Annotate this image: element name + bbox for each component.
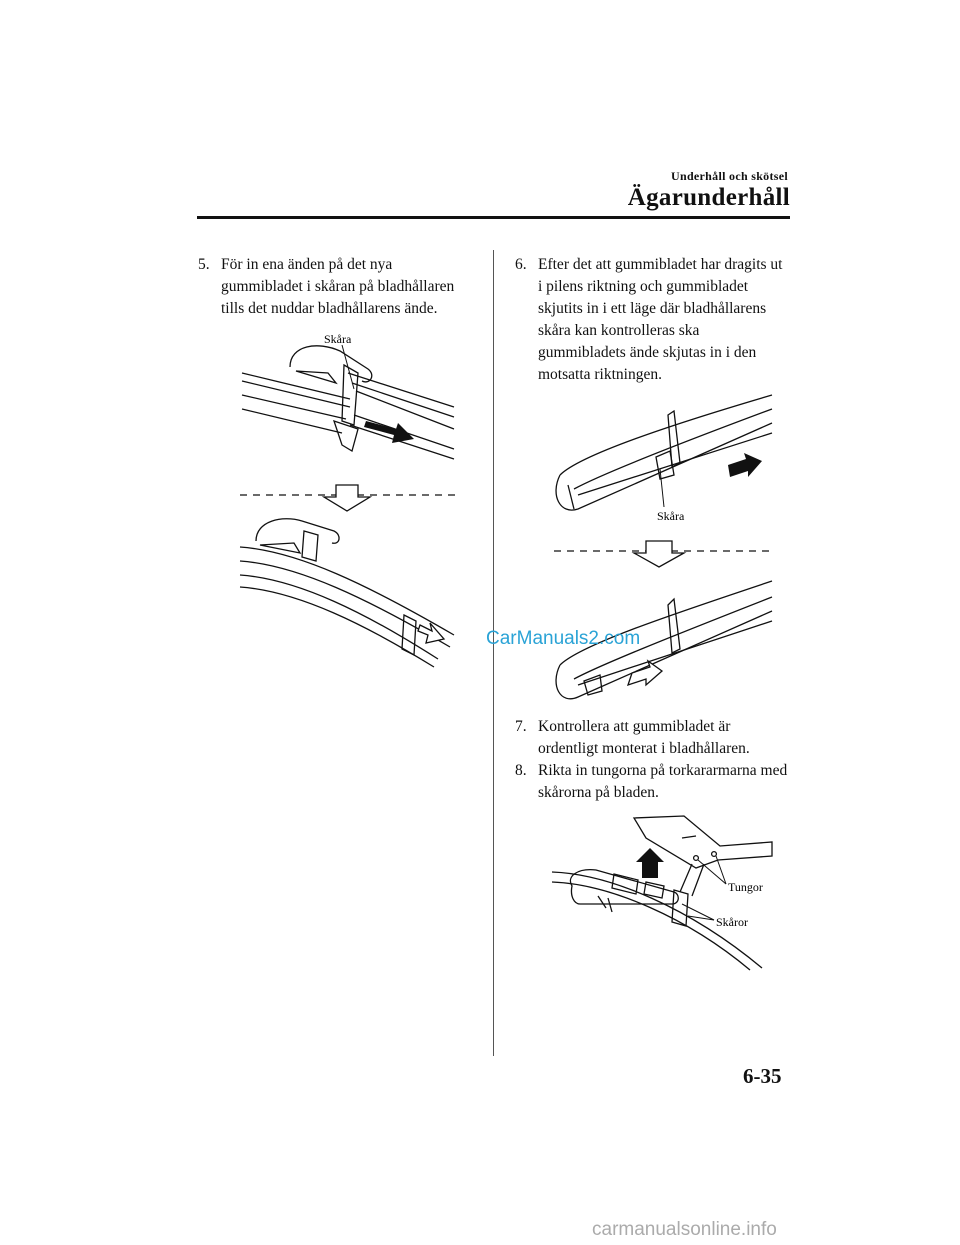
chapter-title: Ägarunderhåll xyxy=(627,184,790,211)
step-text: Kontrollera att gummibladet är ordentlig… xyxy=(538,718,750,757)
column-divider xyxy=(493,250,494,1056)
page-number: 6-35 xyxy=(743,1064,782,1088)
figure-label-skara: Skåra xyxy=(324,332,352,346)
step-number: 5. xyxy=(198,256,210,273)
step-5: 5. För in ena änden på det nya gummiblad… xyxy=(198,254,468,320)
figure-label-tungor: Tungor xyxy=(728,880,763,894)
watermark-top: CarManuals2.com xyxy=(486,628,641,649)
step-number: 6. xyxy=(515,256,527,273)
step-text: Efter det att gummibladet har dragits ut… xyxy=(538,256,783,383)
figure-label-skara: Skåra xyxy=(657,509,685,523)
figure-slide-blade: Skåra xyxy=(554,394,774,700)
watermark-bottom: carmanualsonline.info xyxy=(592,1219,777,1240)
header-rule xyxy=(197,216,790,219)
step-number: 7. xyxy=(515,718,527,735)
step-7: 7. Kontrollera att gummibladet är ordent… xyxy=(515,716,790,760)
step-6: 6. Efter det att gummibladet har dragits… xyxy=(515,254,790,386)
step-text: Rikta in tungorna på torkararmarna med s… xyxy=(538,762,788,801)
section-label: Underhåll och skötsel xyxy=(671,169,788,183)
figure-label-skaror: Skåror xyxy=(716,915,748,929)
step-text: För in ena änden på det nya gummibladet … xyxy=(221,256,455,317)
figure-align-tabs: Tungor Skåror xyxy=(551,815,773,971)
step-8: 8. Rikta in tungorna på torkararmarna me… xyxy=(515,760,790,804)
figure-insert-blade: Skåra xyxy=(239,332,456,668)
step-number: 8. xyxy=(515,762,527,779)
